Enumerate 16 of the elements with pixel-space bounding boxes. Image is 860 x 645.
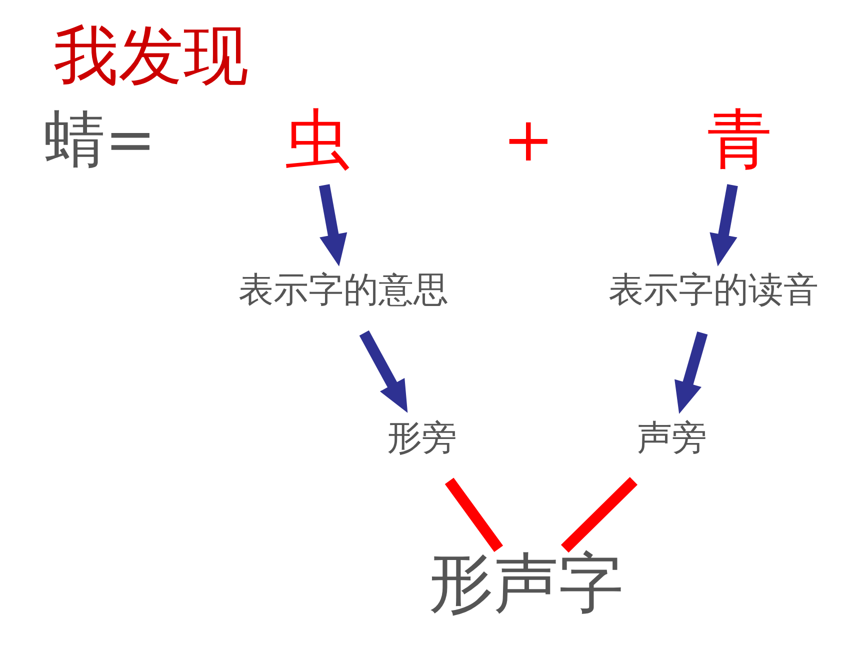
node-text: 表示字的意思 [238,270,449,310]
diagram-title: 我发现 [54,18,249,94]
label: + [502,104,554,176]
node-text: 虫 [284,102,350,178]
connector [444,478,504,552]
label: 蜻= [44,104,156,176]
node-text: 形旁 [386,418,457,458]
connector [560,477,638,553]
node-text: 表示字的读音 [608,270,818,310]
arrow [359,330,408,413]
node-text: 形声字 [428,545,624,622]
node-text: 声旁 [636,418,707,458]
arrow [710,184,738,266]
node-text: 青 [706,102,772,178]
arrow [318,184,348,266]
arrow [674,332,708,414]
